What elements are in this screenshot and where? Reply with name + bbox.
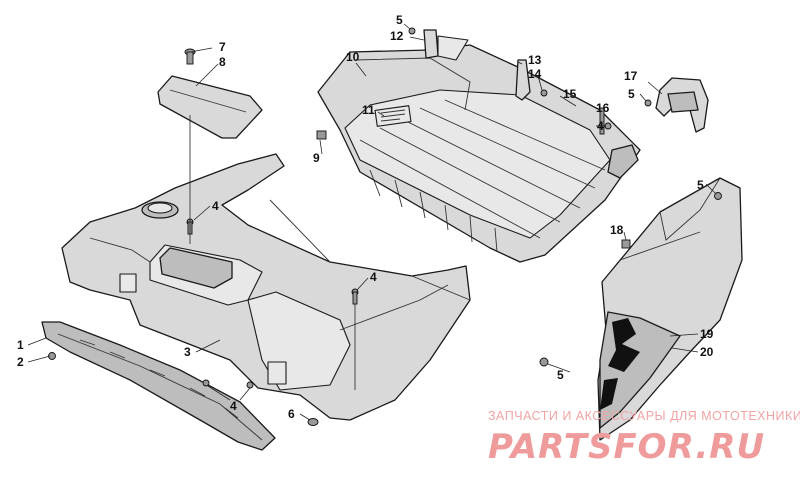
callout-4: 4 xyxy=(597,119,604,133)
nut-5-icon xyxy=(644,99,652,107)
callout-6: 6 xyxy=(288,407,295,421)
side-panel-part xyxy=(597,177,743,441)
callout-20: 20 xyxy=(700,345,714,359)
callout-7: 7 xyxy=(219,40,226,54)
clip-9-icon xyxy=(316,130,327,140)
handle-part xyxy=(655,77,709,133)
callout-5: 5 xyxy=(557,368,564,382)
callout-labels: 1 2 3 4 4 4 4 5 5 5 5 6 7 8 9 10 11 12 1… xyxy=(17,13,714,421)
watermark: ЗАПЧАСТИ И АКСЕССУАРЫ ДЛЯ МОТОТЕХНИКИ PA… xyxy=(488,409,800,467)
callout-4: 4 xyxy=(212,199,219,213)
callout-12: 12 xyxy=(390,29,404,43)
callout-14: 14 xyxy=(528,67,542,81)
callout-8: 8 xyxy=(219,55,226,69)
callout-16: 16 xyxy=(596,101,610,115)
console-panel-part xyxy=(61,153,471,421)
nut-5-icon xyxy=(539,357,549,367)
bolt-4-icon xyxy=(202,379,210,387)
rod-15-icon xyxy=(599,107,605,135)
callout-18: 18 xyxy=(610,223,624,237)
callout-19: 19 xyxy=(700,327,714,341)
nut-5-icon xyxy=(714,192,722,200)
callout-5: 5 xyxy=(628,87,635,101)
nut-14-icon xyxy=(540,89,548,97)
callout-11: 11 xyxy=(362,103,375,117)
leader-lines xyxy=(27,23,717,421)
bracket-part xyxy=(423,29,469,61)
callout-9: 9 xyxy=(313,151,320,165)
callout-1: 1 xyxy=(17,338,24,352)
cargo-box-part xyxy=(317,44,641,263)
callout-3: 3 xyxy=(184,345,191,359)
grommet-6-icon xyxy=(307,418,319,426)
nut-5-icon xyxy=(408,27,416,35)
callout-5: 5 xyxy=(697,178,704,192)
latch-part xyxy=(515,59,531,101)
trim-strip-part xyxy=(41,321,276,451)
callout-2: 2 xyxy=(17,355,24,369)
lid-part xyxy=(157,48,263,139)
callout-10: 10 xyxy=(346,50,360,64)
callout-13: 13 xyxy=(528,53,542,67)
watermark-tagline: ЗАПЧАСТИ И АКСЕССУАРЫ ДЛЯ МОТОТЕХНИКИ xyxy=(488,409,800,423)
callout-17: 17 xyxy=(624,69,638,83)
callout-4: 4 xyxy=(230,399,237,413)
watermark-brand: PARTSFOR.RU xyxy=(488,427,765,467)
callout-15: 15 xyxy=(563,87,577,101)
callout-4: 4 xyxy=(370,270,377,284)
plug-18-icon xyxy=(621,239,631,249)
callout-5: 5 xyxy=(396,13,403,27)
bolt-4-icon xyxy=(246,381,254,389)
hardware-group xyxy=(48,27,722,426)
